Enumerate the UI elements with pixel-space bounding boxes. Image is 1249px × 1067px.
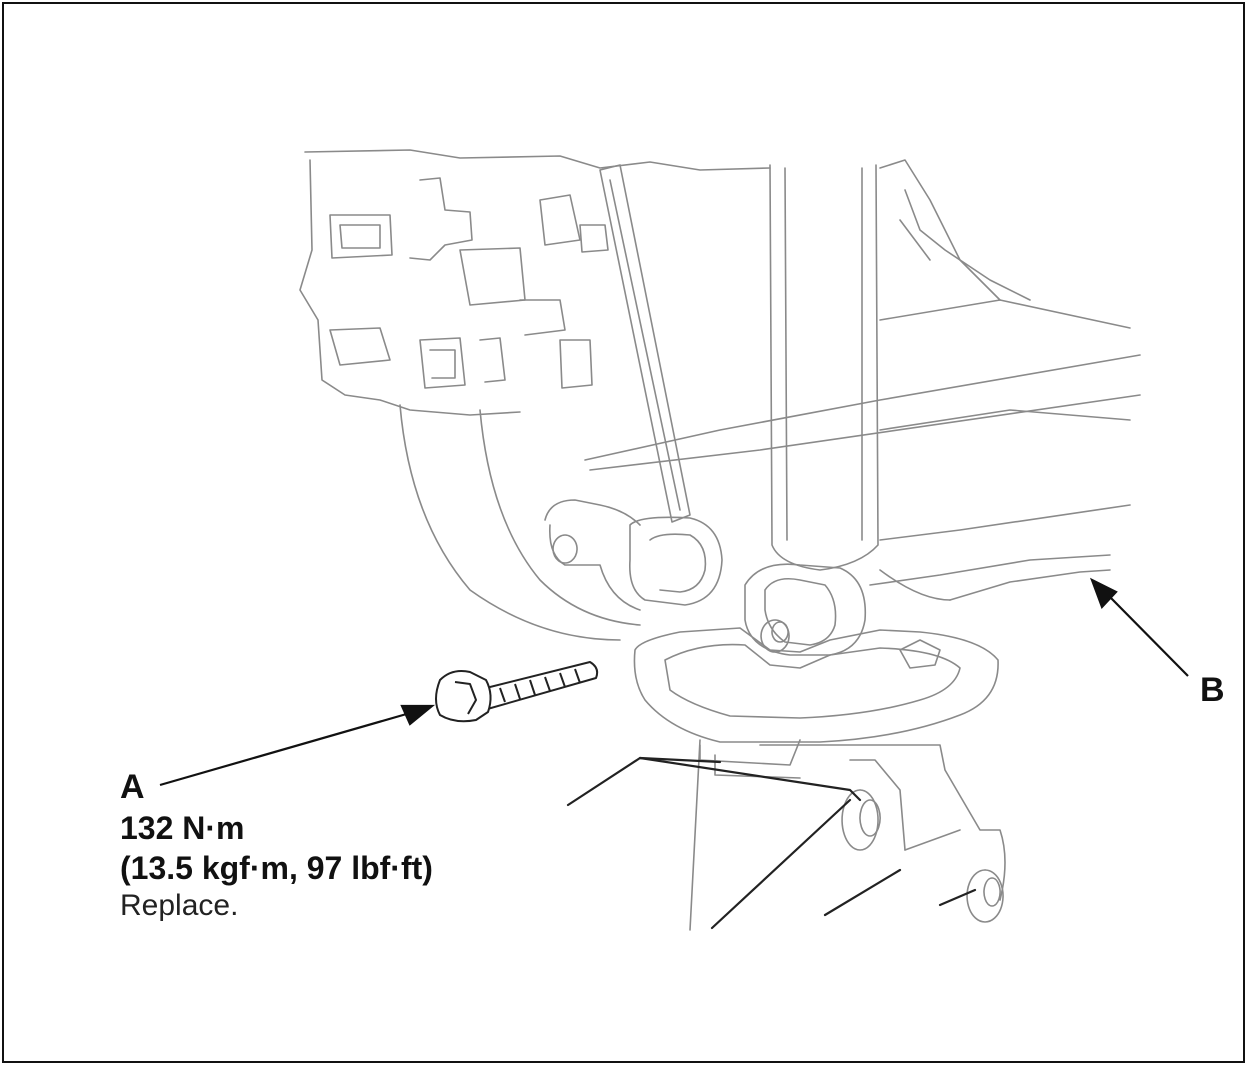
torque-spec-a: 132 N·m (13.5 kgf·m, 97 lbf·ft) Replace. — [120, 808, 433, 924]
stabilizer-link — [599, 164, 691, 523]
flange-bolt — [435, 661, 599, 723]
jack-edge-front — [710, 798, 852, 930]
shock-absorber — [769, 164, 879, 571]
jack-edge-right — [823, 868, 902, 917]
lower-arm-cradle — [633, 627, 999, 743]
arrowhead-a — [400, 704, 436, 726]
replace-note: Replace. — [120, 889, 239, 922]
torque-value-nm: 132 N·m — [120, 810, 245, 846]
torque-value-alt: (13.5 kgf·m, 97 lbf·ft) — [120, 850, 433, 886]
leader-line-b — [1107, 594, 1189, 677]
subframe-outline — [304, 149, 771, 171]
leader-line-a — [159, 711, 411, 787]
shock-lower-bushing — [744, 563, 867, 656]
callout-a-letter: A — [120, 768, 145, 806]
arrowhead-b — [1090, 577, 1118, 610]
jack-edge-top — [638, 756, 862, 802]
callout-b-letter: B — [1200, 671, 1225, 709]
